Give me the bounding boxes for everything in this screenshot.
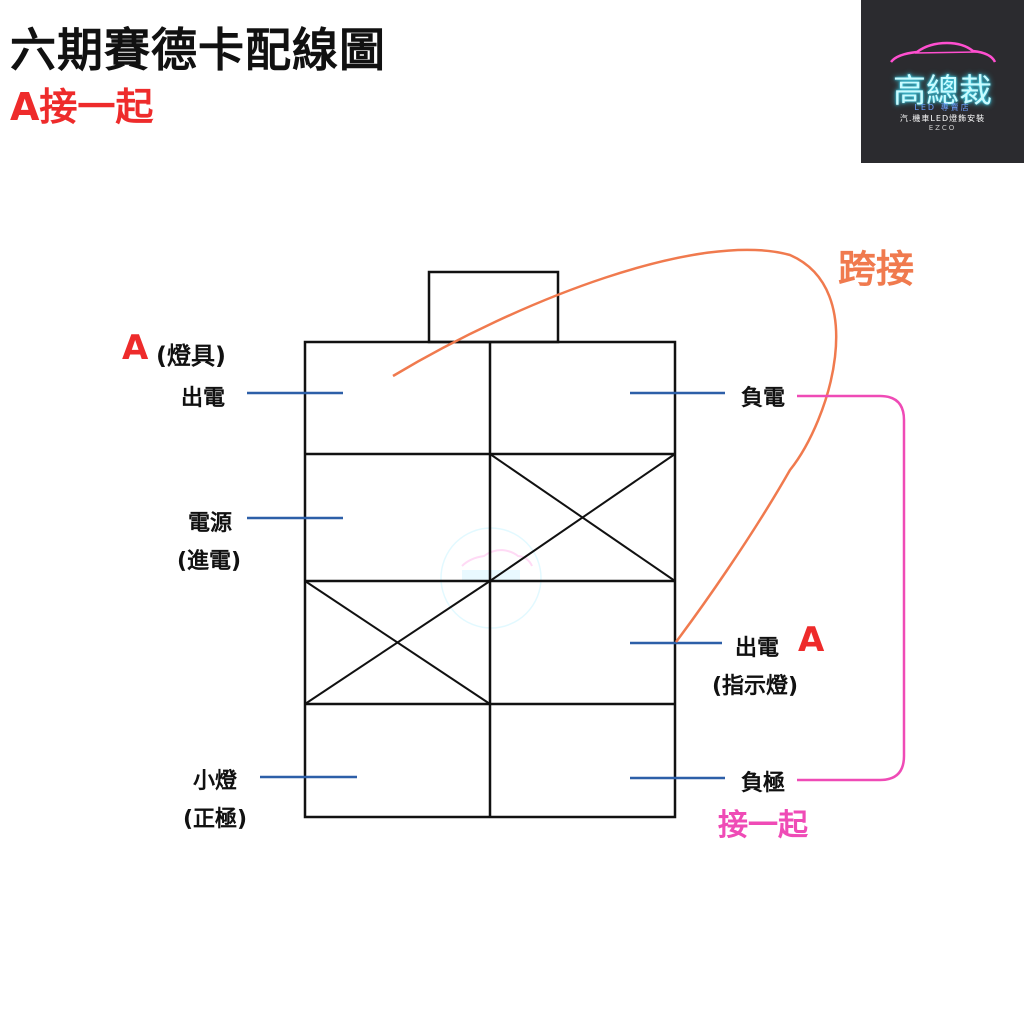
positive-label: (正極) [183, 807, 248, 832]
out-power-label: 出電 [181, 386, 226, 411]
unused-pin-cross [489, 453, 676, 582]
car-outline-icon [890, 41, 997, 63]
indicator-label: (指示燈) [712, 674, 799, 699]
logo-brand-text: 高總裁 [893, 71, 992, 110]
logo-brand-code: EZCO [928, 124, 957, 132]
diagram-title: 六期賽德卡配線圖 [10, 23, 386, 77]
incoming-power-label: (進電) [177, 549, 242, 574]
a-marker-right: A [798, 620, 825, 660]
connect-together-wire [797, 394, 906, 782]
cross-connect-label: 跨接 [838, 247, 915, 291]
logo-subtitle: LED 專賣店 [914, 103, 971, 112]
unused-pin-cross [304, 580, 491, 705]
small-light-label: 小燈 [193, 769, 238, 794]
logo-service-text: 汽.機車LED燈飾安裝 [899, 114, 986, 123]
cross-connect-wire [392, 248, 838, 643]
out-power-right-label: 出電 [735, 636, 780, 661]
negative-power-label: 負電 [741, 386, 786, 411]
diagram-subtitle: A接一起 [10, 85, 154, 129]
connect-together-label: 接一起 [718, 808, 808, 843]
connector-tab [427, 270, 560, 344]
lamp-label: (燈具) [156, 342, 226, 370]
shop-logo: 高總裁 LED 專賣店 汽.機車LED燈飾安裝 EZCO [861, 0, 1024, 163]
a-marker-top: A [122, 328, 149, 368]
negative-pole-label: 負極 [741, 771, 786, 796]
power-source-label: 電源 [188, 511, 233, 536]
